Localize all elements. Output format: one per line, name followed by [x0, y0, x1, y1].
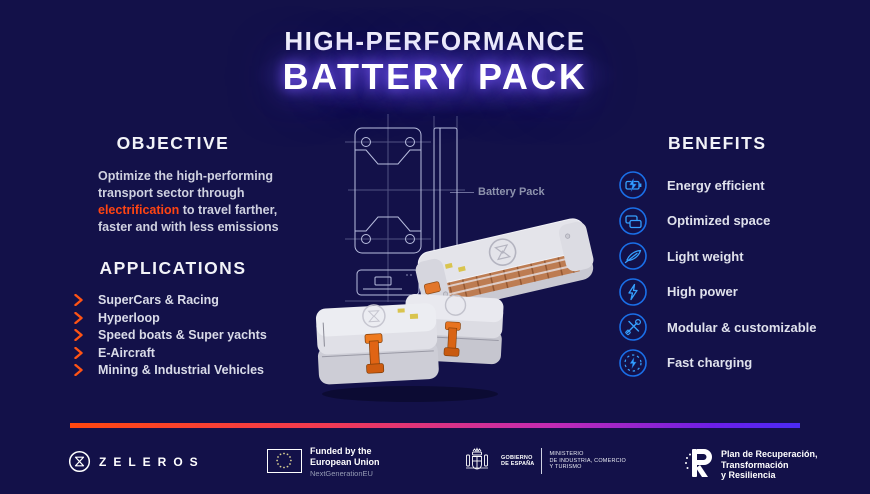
ministerio-text: MINISTERIO DE INDUSTRIA, COMERCIO Y TURI… — [549, 451, 626, 471]
list-item: Hyperloop — [74, 310, 284, 325]
chevron-right-icon — [74, 346, 83, 359]
list-item: Mining & Industrial Vehicles — [74, 363, 284, 378]
benefits-list: Energy efficient Optimized space Light w… — [618, 170, 858, 378]
recovery-plan-r-icon — [685, 449, 712, 477]
application-label: E-Aircraft — [98, 345, 155, 360]
eu-funding-line3: NextGenerationEU — [310, 469, 373, 478]
applications-heading: APPLICATIONS — [99, 258, 247, 278]
benefits-heading: BENEFITS — [668, 133, 767, 153]
chevron-right-icon — [74, 311, 83, 324]
objective-heading: OBJECTIVE — [116, 133, 230, 153]
list-item: Energy efficient — [618, 170, 858, 200]
crossed-tools-icon — [618, 312, 648, 342]
objective-highlight: electrification — [98, 203, 180, 217]
eu-funding-logo: Funded by the European Union NextGenerat… — [267, 446, 380, 479]
recovery-plan-logo: Plan de Recuperación, Transformación y R… — [684, 446, 818, 481]
page-title-line1: HIGH-PERFORMANCE — [284, 26, 586, 56]
blueprint-label: Battery Pack — [478, 186, 545, 198]
benefit-label: Fast charging — [667, 355, 753, 370]
list-item: Fast charging — [618, 348, 858, 378]
benefit-label: Modular & customizable — [667, 319, 817, 335]
lightning-icon — [618, 277, 648, 307]
applications-list: SuperCars & Racing Hyperloop Speed boats… — [62, 293, 284, 378]
fast-charge-icon — [618, 348, 648, 378]
eu-flag-icon — [267, 449, 302, 473]
battery-blueprint-drawing — [345, 114, 465, 302]
eu-funding-line1: Funded by the — [310, 446, 372, 456]
list-item: Modular & customizable — [618, 312, 858, 342]
recovery-plan-line1: Plan de Recuperación, — [721, 449, 818, 459]
title-glow — [250, 35, 620, 115]
ministerio-line1: MINISTERIO — [549, 451, 584, 458]
spain-coat-of-arms-icon — [466, 447, 488, 470]
divider — [541, 448, 543, 474]
benefit-label: Energy efficient — [667, 177, 765, 193]
battery-pack-render — [415, 218, 594, 313]
page-title-line2: BATTERY PACK — [282, 56, 588, 97]
eu-funding-line2: European Union — [310, 457, 380, 467]
applications-section: APPLICATIONS SuperCars & Racing Hyperloo… — [62, 258, 284, 382]
list-item: Light weight — [618, 241, 858, 271]
blueprint-leader-line — [450, 192, 474, 193]
application-label: SuperCars & Racing — [98, 293, 219, 308]
list-item: Speed boats & Super yachts — [74, 328, 284, 343]
list-item: E-Aircraft — [74, 345, 284, 360]
stacked-panels-icon — [618, 206, 648, 236]
recovery-plan-line2: Transformación — [721, 459, 789, 470]
eu-funding-text: Funded by the European Union NextGenerat… — [310, 446, 380, 479]
objective-section: OBJECTIVE Optimize the high-performing t… — [62, 133, 284, 236]
chevron-right-icon — [74, 329, 83, 342]
application-label: Speed boats & Super yachts — [98, 328, 267, 343]
battery-bolt-icon — [618, 170, 648, 200]
list-item: SuperCars & Racing — [74, 293, 284, 308]
spain-government-logo: GOBIERNO DE ESPAÑA MINISTERIO DE INDUSTR… — [460, 444, 626, 478]
recovery-plan-text: Plan de Recuperación, Transformación y R… — [721, 449, 818, 481]
application-label: Mining & Industrial Vehicles — [98, 363, 265, 378]
recovery-plan-line3: y Resiliencia — [721, 470, 776, 480]
application-label: Hyperloop — [98, 310, 160, 325]
ministerio-line2: DE INDUSTRIA, COMERCIO — [549, 457, 626, 464]
benefit-label: High power — [667, 284, 738, 299]
zeleros-hourglass-icon — [68, 450, 91, 473]
feather-icon — [618, 241, 648, 271]
stacked-battery-packs-render — [315, 293, 504, 402]
chevron-right-icon — [74, 294, 83, 307]
benefit-label: Optimized space — [667, 213, 771, 228]
list-item: High power — [618, 277, 858, 307]
gobierno-line1: GOBIERNO — [501, 454, 533, 461]
ministerio-line3: Y TURISMO — [549, 464, 582, 471]
gradient-divider-bar — [70, 423, 800, 428]
zeleros-logo: ZELEROS — [68, 450, 205, 473]
footer: ZELEROS Funded by the European Union Nex… — [0, 440, 870, 494]
benefits-section: BENEFITS Energy efficient Optimized spac… — [618, 133, 858, 383]
list-item: Optimized space — [618, 206, 858, 236]
objective-text-before: Optimize the high-performing transport s… — [98, 169, 273, 200]
gobierno-line2: DE ESPAÑA — [501, 461, 535, 467]
benefit-label: Light weight — [667, 248, 744, 264]
objective-text-after: to travel farther, faster and with less … — [98, 203, 279, 234]
objective-text: Optimize the high-performing transport s… — [98, 168, 288, 236]
gobierno-text: GOBIERNO DE ESPAÑA — [501, 455, 534, 468]
zeleros-wordmark: ZELEROS — [99, 454, 205, 469]
chevron-right-icon — [74, 364, 83, 377]
